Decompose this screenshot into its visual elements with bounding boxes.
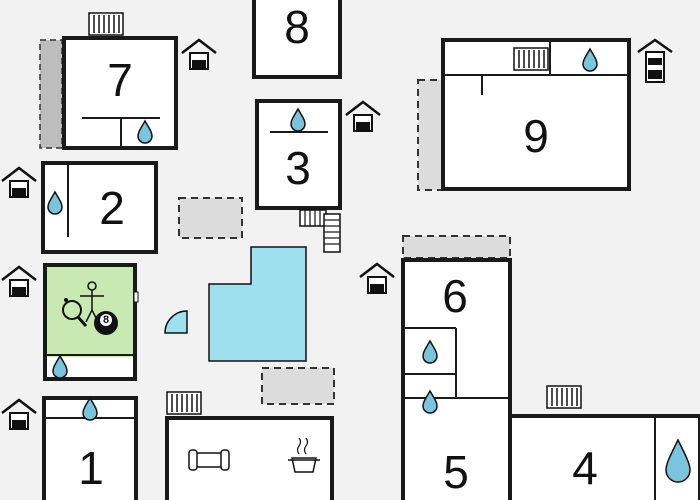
water-drop-icon [665,438,691,483]
terrace-left-of-7 [39,39,63,149]
house-icon [637,38,673,83]
terrace-above-6 [402,235,511,259]
house-icon [180,38,218,71]
house-icon [0,265,38,298]
sofa-icon [188,449,230,471]
radiator-icon [513,47,549,71]
room-3-number: 3 [285,142,311,194]
radiator-icon [166,391,202,415]
pool [208,246,307,362]
terrace-left-of-9 [417,79,443,191]
room-2-number: 2 [99,182,125,234]
room-8 [252,0,342,79]
room-5-number: 5 [443,446,469,498]
stairs-icon [299,209,341,253]
radiator-icon [88,12,124,36]
building-6-5-4 [401,258,700,500]
house-icon [0,166,38,199]
house-icon [0,398,38,431]
terrace-center-top [178,197,243,239]
terrace-center-bottom [261,367,335,405]
room-1-number: 1 [78,442,104,494]
room-9-number: 9 [523,110,549,162]
house-icon [358,262,396,295]
room-4-number: 4 [572,442,598,494]
table-tennis-icon [62,298,88,327]
billiard-ball-icon: 8 [94,311,118,335]
door-swing-icon [164,310,188,334]
room-8-number: 8 [284,1,310,53]
house-icon [344,100,382,133]
room-6-number: 6 [442,270,468,322]
radiator-icon [546,385,582,409]
cooking-pot-icon [288,437,320,473]
svg-text:8: 8 [103,314,109,326]
foosball-icon [80,281,104,323]
room-7-number: 7 [107,54,133,106]
